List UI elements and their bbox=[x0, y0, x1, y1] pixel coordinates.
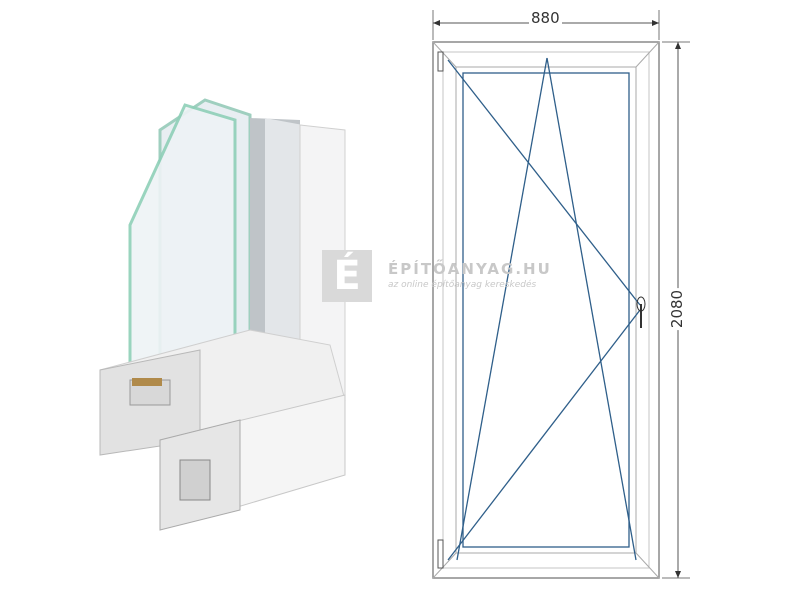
window-profile-render bbox=[99, 98, 346, 531]
watermark-logo: É bbox=[322, 250, 372, 302]
width-dimension-label: 880 bbox=[529, 9, 562, 27]
hinge-icon bbox=[437, 539, 444, 569]
watermark: É ÉPÍTŐANYAG.HU az online építőanyag ker… bbox=[322, 250, 550, 302]
watermark-title: ÉPÍTŐANYAG.HU bbox=[388, 260, 552, 278]
hinge-icon bbox=[437, 51, 444, 72]
height-dimension-label: 2080 bbox=[668, 287, 687, 331]
watermark-subtitle: az online építőanyag kereskedés bbox=[388, 280, 537, 290]
